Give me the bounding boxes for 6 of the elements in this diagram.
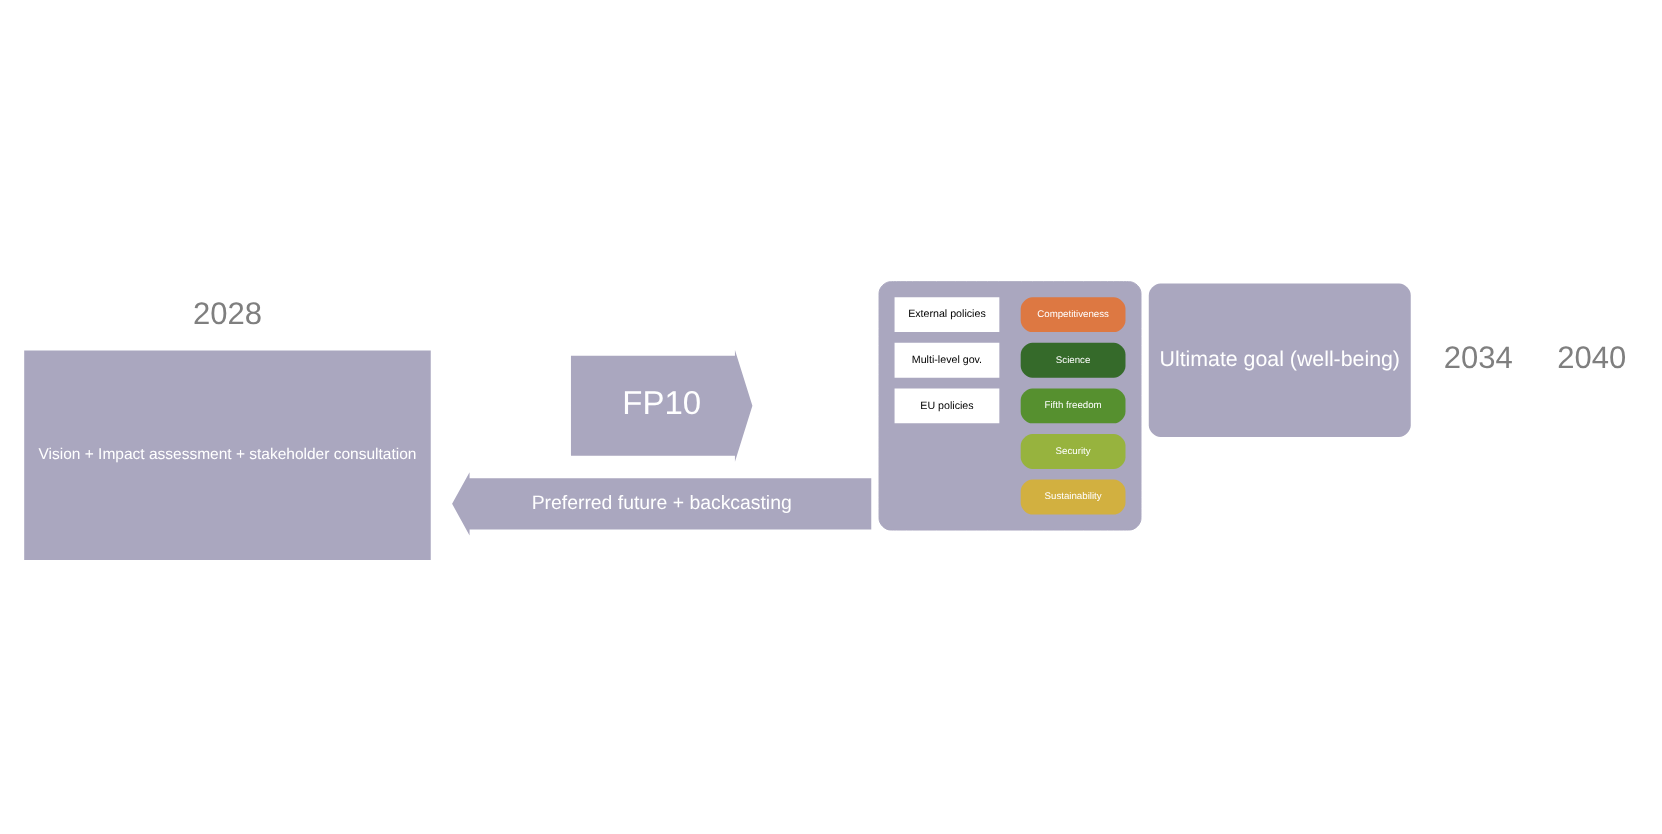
node-box: Ultimate goal (well-being): [1148, 283, 1411, 437]
label: 2034: [1443, 342, 1513, 377]
node-box: Vision + Impact assessment + stakeholder consultation: [24, 350, 431, 561]
label: 2028: [192, 298, 263, 333]
label: 2040: [1557, 342, 1627, 377]
cluster: [878, 281, 1142, 531]
